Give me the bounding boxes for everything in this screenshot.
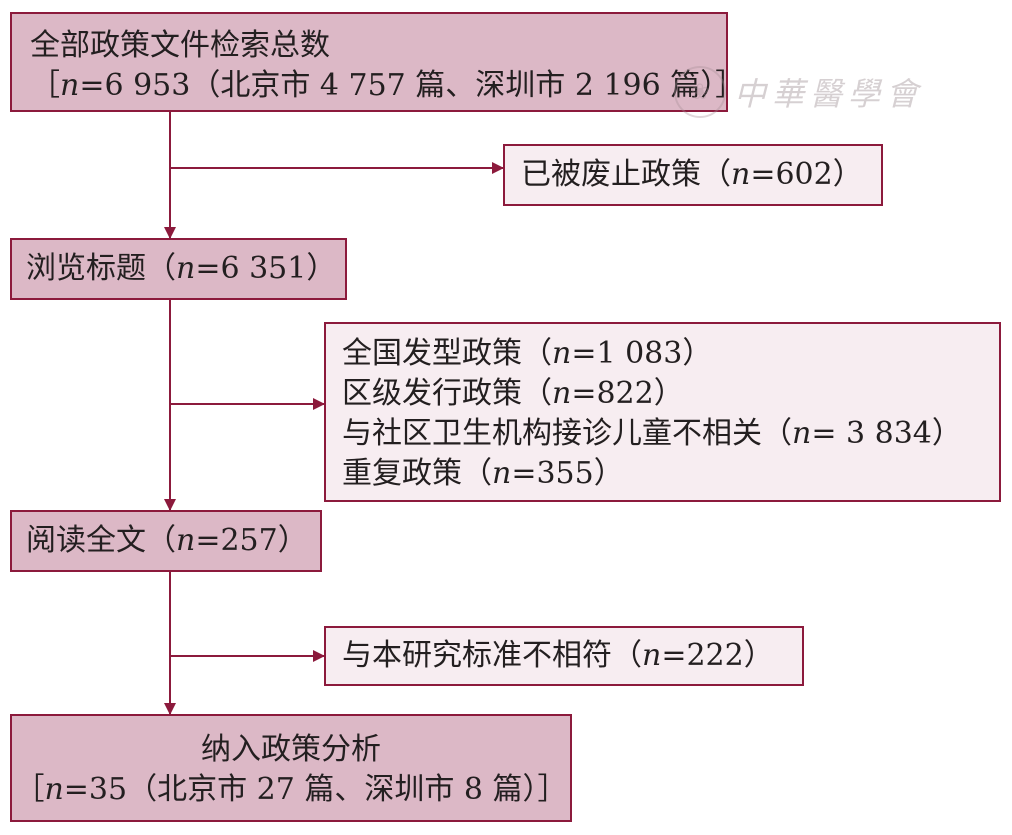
- watermark-text: 中華醫學會: [734, 75, 925, 113]
- included-title: 纳入政策分析: [201, 732, 381, 767]
- included-count: ［n=35（北京市 27 篇、深圳市 8 篇）］: [14, 772, 568, 807]
- exclusions-box: 全国发型政策（n=1 083） 区级发行政策（n=822） 与社区卫生机构接诊儿…: [324, 322, 1001, 502]
- browse-titles-label: 浏览标题（n=6 351）: [26, 251, 337, 286]
- exclusion-item: 全国发型政策（n=1 083）: [342, 336, 713, 371]
- exclusion-item: 重复政策（n=355）: [342, 456, 624, 491]
- seal-icon: ❀: [674, 66, 726, 118]
- browse-titles-box: 浏览标题（n=6 351）: [10, 238, 347, 300]
- exclusion-item: 区级发行政策（n=822）: [342, 376, 684, 411]
- exclusion-item: 与社区卫生机构接诊儿童不相关（n= 3 834）: [342, 416, 962, 451]
- not-matching-label: 与本研究标准不相符（n=222）: [342, 638, 774, 673]
- full-text-label: 阅读全文（n=257）: [26, 523, 308, 558]
- total-search-title: 全部政策文件检索总数: [30, 28, 330, 63]
- full-text-box: 阅读全文（n=257）: [10, 510, 322, 572]
- total-search-count: ［n=6 953（北京市 4 757 篇、深圳市 2 196 篇）］: [30, 68, 746, 103]
- included-box: 纳入政策分析 ［n=35（北京市 27 篇、深圳市 8 篇）］: [10, 714, 572, 822]
- abolished-box: 已被废止政策（n=602）: [503, 144, 883, 206]
- abolished-label: 已被废止政策（n=602）: [521, 157, 863, 192]
- total-search-box: 全部政策文件检索总数 ［n=6 953（北京市 4 757 篇、深圳市 2 19…: [10, 12, 746, 112]
- watermark: ❀ 中華醫學會: [674, 62, 924, 122]
- not-matching-box: 与本研究标准不相符（n=222）: [324, 626, 804, 686]
